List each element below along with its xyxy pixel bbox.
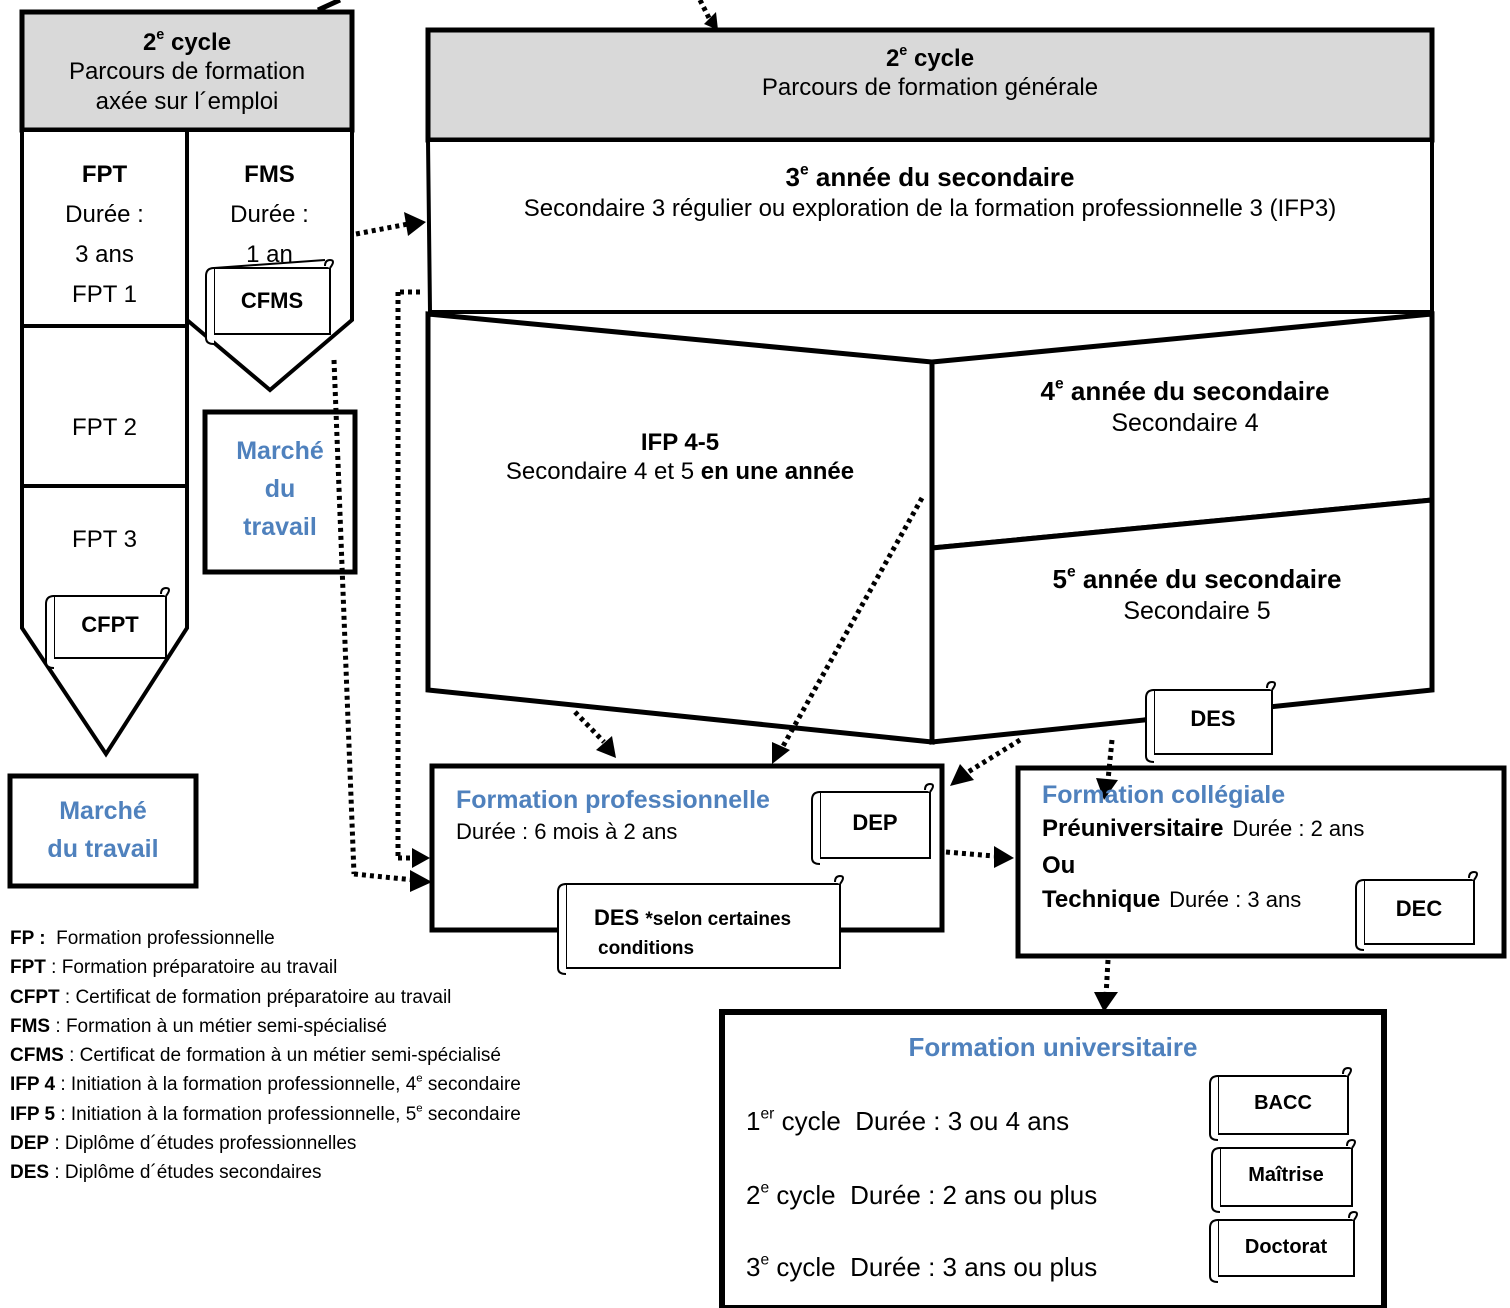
legend-item: FMS : Formation à un métier semi-spécial… bbox=[10, 1015, 387, 1037]
arrowhead bbox=[704, 12, 718, 30]
dec-certificate: DEC bbox=[1395, 896, 1443, 921]
market-fms: Marché du travail bbox=[236, 437, 324, 541]
certificate-scroll-icon bbox=[811, 782, 934, 865]
legend-item: DES : Diplôme d´études secondaires bbox=[10, 1162, 322, 1184]
cfpt-certificate: CFPT bbox=[81, 612, 139, 637]
legend-item: IFP 5 : Initiation à la formation profes… bbox=[10, 1102, 521, 1125]
legend-item: FP : Formation professionnelle bbox=[10, 928, 275, 949]
arrowhead bbox=[596, 736, 616, 758]
des-certificate: DES bbox=[1190, 706, 1236, 731]
university-cycle-2: 2e cycle Durée : 2 ans ou plus bbox=[746, 1179, 1098, 1210]
certificate-scroll-icon bbox=[1355, 870, 1478, 951]
year5-label: 5e année du secondaire Secondaire 5 bbox=[1052, 563, 1342, 625]
legend-item: IFP 4 : Initiation à la formation profes… bbox=[10, 1072, 521, 1096]
fms-info: FMS Durée : 1 an bbox=[230, 161, 309, 268]
arrow-ifp45-to-fp bbox=[573, 710, 606, 744]
left-header-box bbox=[19, 9, 355, 133]
arrowhead bbox=[1096, 778, 1118, 800]
arrowhead bbox=[1094, 992, 1118, 1012]
dep-certificate: DEP bbox=[852, 810, 898, 835]
arrowhead bbox=[404, 212, 426, 236]
arrow-des-to-college bbox=[1105, 739, 1115, 781]
market-fpt: Marché du travail bbox=[47, 797, 159, 863]
fpt-year3: FPT 3 bbox=[72, 526, 137, 553]
arrow-fms-to-year3 bbox=[355, 221, 409, 237]
arrowhead bbox=[772, 742, 790, 764]
certificate-scroll-icon bbox=[1209, 1066, 1352, 1141]
legend-item: FPT : Formation préparatoire au travail bbox=[10, 957, 338, 979]
professional-label: Formation professionnelle Durée : 6 mois… bbox=[456, 786, 770, 844]
market-fms-box bbox=[202, 409, 358, 575]
certificate-scroll-icon bbox=[205, 258, 334, 345]
legend-item: DEP : Diplôme d´études professionnelles bbox=[10, 1133, 357, 1155]
cfms-certificate: CFMS bbox=[240, 288, 304, 313]
arrow-des-to-fp bbox=[966, 737, 1022, 775]
arrowhead bbox=[410, 870, 432, 892]
university-cycle-3: 3e cycle Durée : 3 ans ou plus bbox=[746, 1251, 1098, 1282]
arrow-college-to-university bbox=[1103, 959, 1111, 997]
arrow-fp-to-college bbox=[945, 849, 995, 859]
arrowhead bbox=[994, 846, 1014, 868]
fpt-info: FPT Durée : 3 ans FPT 1 bbox=[65, 161, 144, 308]
year5-box bbox=[929, 497, 1435, 745]
year4-label: 4e année du secondaire Secondaire 4 bbox=[1040, 375, 1330, 437]
legend-item: CFMS : Certificat de formation à un méti… bbox=[10, 1045, 501, 1067]
university-cycle-1: 1er cycle Durée : 3 ou 4 ans bbox=[746, 1105, 1070, 1136]
certificate-scroll-icon bbox=[557, 874, 844, 975]
fpt2-box bbox=[20, 324, 189, 488]
certificate-scroll-icon bbox=[1211, 1138, 1356, 1213]
ifp45-label: IFP 4-5 Secondaire 4 et 5 en une année bbox=[505, 429, 855, 486]
legend: FP : Formation professionnelle FPT : For… bbox=[10, 924, 521, 1188]
general-header: 2e cycle Parcours de formation générale bbox=[761, 43, 1099, 102]
left-header: 2e cycle Parcours de formation axée sur … bbox=[68, 27, 306, 115]
arrow-fms-to-fp bbox=[331, 359, 357, 875]
doctorat-certificate: Doctorat bbox=[1244, 1236, 1328, 1258]
fpt-year2: FPT 2 bbox=[72, 414, 137, 441]
maitrise-certificate: Maîtrise bbox=[1248, 1164, 1324, 1186]
market-fpt-box bbox=[7, 773, 199, 889]
arrowhead bbox=[950, 764, 974, 786]
bacc-certificate: BACC bbox=[1254, 1092, 1312, 1114]
arrowhead bbox=[412, 848, 430, 868]
certificate-scroll-icon bbox=[45, 586, 170, 669]
college-label: Formation collégiale Préuniversitaire Du… bbox=[1042, 781, 1365, 913]
ifp45-box bbox=[425, 311, 935, 745]
top-arrow-stub bbox=[316, 0, 342, 13]
arrow-fms-to-fp bbox=[353, 871, 415, 883]
certificate-scroll-icon bbox=[1145, 680, 1276, 763]
certificate-scroll-icon bbox=[1209, 1210, 1358, 1283]
des-note: DES *selon certaines conditions bbox=[594, 905, 792, 959]
legend-item: CFPT : Certificat de formation préparato… bbox=[10, 986, 452, 1008]
year3-label: 3e année du secondaire Secondaire 3 régu… bbox=[523, 161, 1337, 222]
university-title: Formation universitaire bbox=[908, 1032, 1198, 1062]
